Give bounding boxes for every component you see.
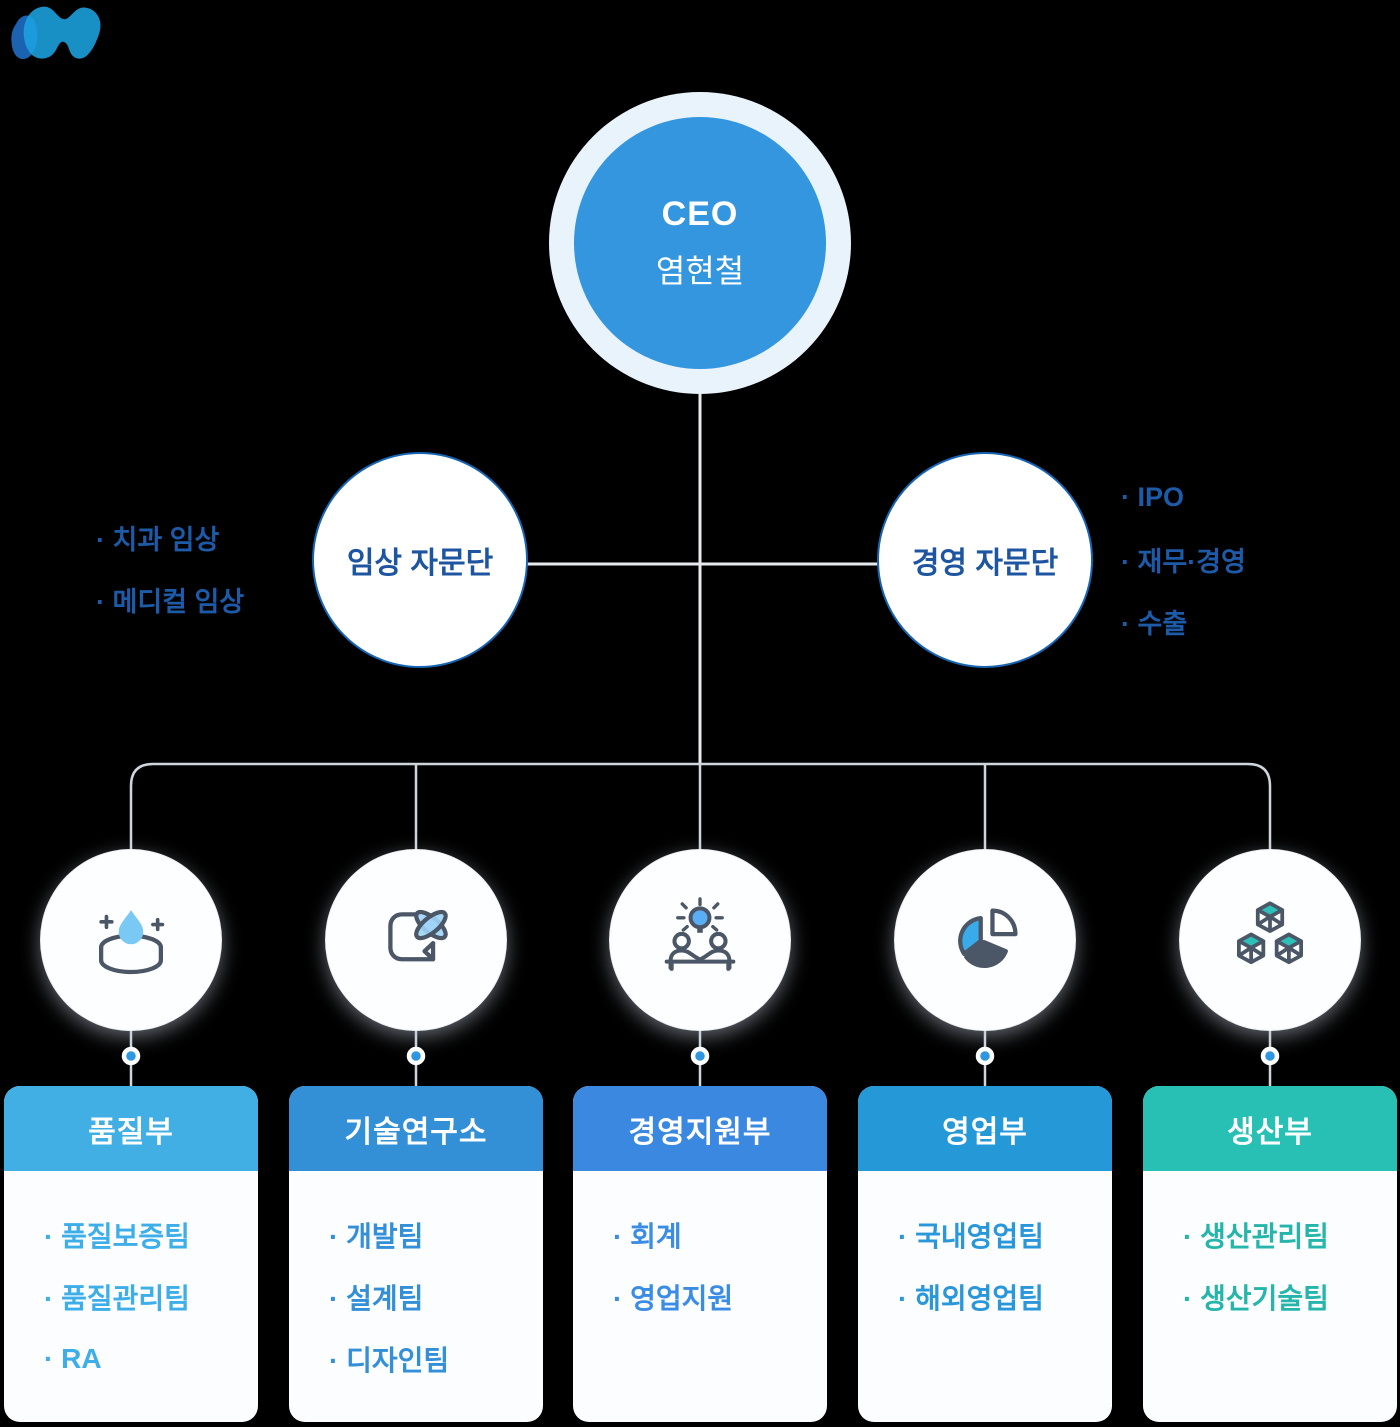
dept-card-sales: 영업부 · 국내영업팀 · 해외영업팀 xyxy=(858,1086,1112,1422)
connector-dot xyxy=(1260,1046,1280,1066)
team-item: · 디자인팀 xyxy=(329,1345,450,1376)
pie-chart-icon xyxy=(958,908,1018,968)
team-item: · RA xyxy=(44,1343,102,1374)
team-item: · 생산관리팀 xyxy=(1183,1221,1329,1252)
dept-card-production: 생산부 · 생산관리팀 · 생산기술팀 xyxy=(1143,1086,1397,1422)
support-dept-icon-circle xyxy=(610,850,790,1030)
team-item: · 품질관리팀 xyxy=(44,1283,190,1314)
management-advisory-topics: · IPO · 재무·경영 · 수출 xyxy=(1121,466,1246,652)
advisor-topic-item: · 재무·경영 xyxy=(1121,546,1246,577)
sales-dept-icon-circle xyxy=(895,850,1075,1030)
clinical-advisory-label: 임상 자문단 xyxy=(346,547,494,580)
dept-card-header: 생산부 xyxy=(1143,1086,1397,1171)
dept-team-list: · 개발팀 · 설계팀 · 디자인팀 xyxy=(289,1171,543,1393)
dept-team-list: · 생산관리팀 · 생산기술팀 xyxy=(1143,1171,1397,1331)
dept-card-header: 기술연구소 xyxy=(289,1086,543,1171)
team-item: · 국내영업팀 xyxy=(898,1221,1044,1252)
company-logo-icon xyxy=(11,6,101,60)
clinical-advisory-node: 임상 자문단 xyxy=(312,452,528,668)
ceo-circle: CEO 염현철 xyxy=(574,117,826,369)
team-item: · 생산기술팀 xyxy=(1183,1283,1329,1314)
advisor-topic-item: · 메디컬 임상 xyxy=(96,586,245,617)
management-advisory-node: 경영 자문단 xyxy=(877,452,1093,668)
dept-card-research: 기술연구소 · 개발팀 · 설계팀 · 디자인팀 xyxy=(289,1086,543,1422)
dept-card-header: 영업부 xyxy=(858,1086,1112,1171)
team-item: · 개발팀 xyxy=(329,1221,424,1252)
connector-dot xyxy=(975,1046,995,1066)
dept-card-quality: 품질부 · 품질보증팀 · 품질관리팀 · RA xyxy=(4,1086,258,1422)
dept-team-list: · 품질보증팀 · 품질관리팀 · RA xyxy=(4,1171,258,1393)
research-dept-icon-circle xyxy=(326,850,506,1030)
dept-team-list: · 회계 · 영업지원 xyxy=(573,1171,827,1331)
production-dept-icon-circle xyxy=(1180,850,1360,1030)
ceo-role: CEO xyxy=(661,194,739,233)
dept-card-header: 경영지원부 xyxy=(573,1086,827,1171)
connector-dot xyxy=(690,1046,710,1066)
quality-dept-icon-circle xyxy=(41,850,221,1030)
meeting-idea-icon xyxy=(664,897,736,971)
dept-team-list: · 국내영업팀 · 해외영업팀 xyxy=(858,1171,1112,1331)
management-advisory-label: 경영 자문단 xyxy=(911,547,1059,580)
advisor-topic-item: · 치과 임상 xyxy=(96,524,220,555)
cubes-icon xyxy=(1237,901,1303,965)
team-item: · 설계팀 xyxy=(329,1283,424,1314)
dept-card-support: 경영지원부 · 회계 · 영업지원 xyxy=(573,1086,827,1422)
connector-dot xyxy=(121,1046,141,1066)
dept-card-header: 품질부 xyxy=(4,1086,258,1171)
ceo-name: 염현철 xyxy=(655,252,745,289)
clinical-advisory-topics: · 치과 임상 · 메디컬 임상 xyxy=(96,506,244,630)
ceo-node: CEO 염현철 xyxy=(549,92,851,394)
advisor-topic-item: · 수출 xyxy=(1121,608,1188,639)
book-atom-icon xyxy=(388,909,448,962)
petri-dish-icon xyxy=(98,910,165,975)
advisor-topic-item: · IPO xyxy=(1121,481,1185,512)
team-item: · 영업지원 xyxy=(613,1283,734,1314)
team-item: · 회계 xyxy=(613,1221,682,1252)
team-item: · 품질보증팀 xyxy=(44,1221,190,1252)
connector-dot xyxy=(406,1046,426,1066)
team-item: · 해외영업팀 xyxy=(898,1283,1044,1314)
